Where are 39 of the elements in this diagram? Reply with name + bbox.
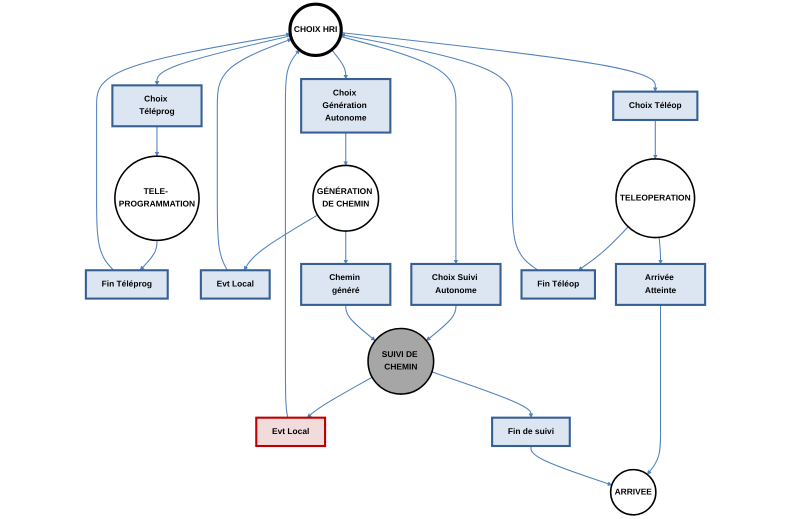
arrow xyxy=(341,32,658,92)
arrow xyxy=(530,446,612,486)
node-circle: CHOIX HRI xyxy=(288,2,343,58)
node-box: Arrivée Atteinte xyxy=(614,262,706,306)
node-circle: TELEOPERATION xyxy=(615,158,696,238)
arrow xyxy=(331,49,348,80)
arrow xyxy=(216,38,292,271)
node-box: Fin Téléprog xyxy=(84,269,169,300)
arrow xyxy=(345,304,376,341)
node-circle: SUIVI DE CHEMIN xyxy=(367,328,434,395)
arrow xyxy=(306,376,372,418)
arrow xyxy=(658,237,663,264)
arrow xyxy=(578,226,629,270)
arrow xyxy=(432,371,534,418)
arrow xyxy=(647,304,662,475)
node-box: Evt Local xyxy=(200,269,271,300)
node-box: Evt Local xyxy=(255,416,326,448)
arrow xyxy=(154,126,160,156)
node-box: Fin de suivi xyxy=(491,416,571,448)
node-box: Choix Téléop xyxy=(612,90,698,122)
node-circle: TELE- PROGRAMMATION xyxy=(114,155,200,242)
arrow xyxy=(426,304,456,341)
arrow xyxy=(244,214,318,270)
node-box: Choix Génération Autonome xyxy=(300,78,392,134)
arrow xyxy=(96,32,291,271)
node-box: Fin Téléop xyxy=(520,269,596,300)
arrow xyxy=(340,36,458,264)
arrow xyxy=(154,35,291,86)
node-box: Choix Téléprog xyxy=(111,84,203,128)
arrow xyxy=(343,132,348,166)
node-box: Choix Suivi Autonome xyxy=(410,262,502,306)
arrow xyxy=(343,231,348,264)
arrow xyxy=(284,50,300,418)
arrow xyxy=(340,33,538,271)
node-circle: GÉNÉRATION DE CHEMIN xyxy=(312,164,380,232)
node-circle: ARRIVEE xyxy=(610,468,657,516)
node-box: Chemin généré xyxy=(300,262,392,306)
arrow xyxy=(652,120,658,160)
arrow xyxy=(140,240,158,270)
